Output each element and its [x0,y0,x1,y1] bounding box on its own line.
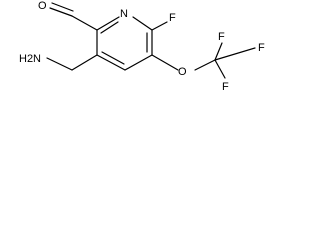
bond-ch2-n [46,57,73,71]
bond-cho-o-double [51,2,74,12]
structure-canvas: N F O F F F O H2N [0,0,272,98]
cf3-fluorine-bottom-label: F [222,81,229,93]
aldehyde-group [49,2,98,31]
bond-cho-o [49,7,73,17]
bond-cf3-f-right [214,47,256,61]
cf3-fluorine-top-label: F [218,31,225,43]
bond-c2-n-double [100,21,119,34]
fluorine-label: F [169,12,176,24]
bond-c6-f [151,21,168,31]
bond-o-cf3 [194,59,216,71]
pyridine-ring [96,16,153,71]
bond-c2-n [96,16,120,31]
bond-c4-c3-double [101,51,125,65]
aldehyde-oxygen-label: O [38,0,47,12]
bond-n-c6 [132,16,153,31]
aminomethyl-group [46,54,98,71]
bond-c4-c3 [96,54,126,71]
ether-oxygen-label: O [178,66,187,78]
molecule-structure: N F O F F F O H2N [19,0,265,93]
trifluoromethoxy-group [151,42,256,79]
cf3-fluorine-right-label: F [258,42,265,54]
bond-cf3-f-bottom [214,59,226,79]
bond-c5-o [151,54,179,71]
bond-cf3-f-top [214,42,223,61]
bond-c3-ch2 [71,54,98,71]
fluoro-substituent [151,21,168,31]
bond-c2-cho [71,15,98,31]
amine-label: H2N [19,53,41,65]
bond-c5-c4 [124,54,153,71]
ring-nitrogen-label: N [120,8,128,20]
